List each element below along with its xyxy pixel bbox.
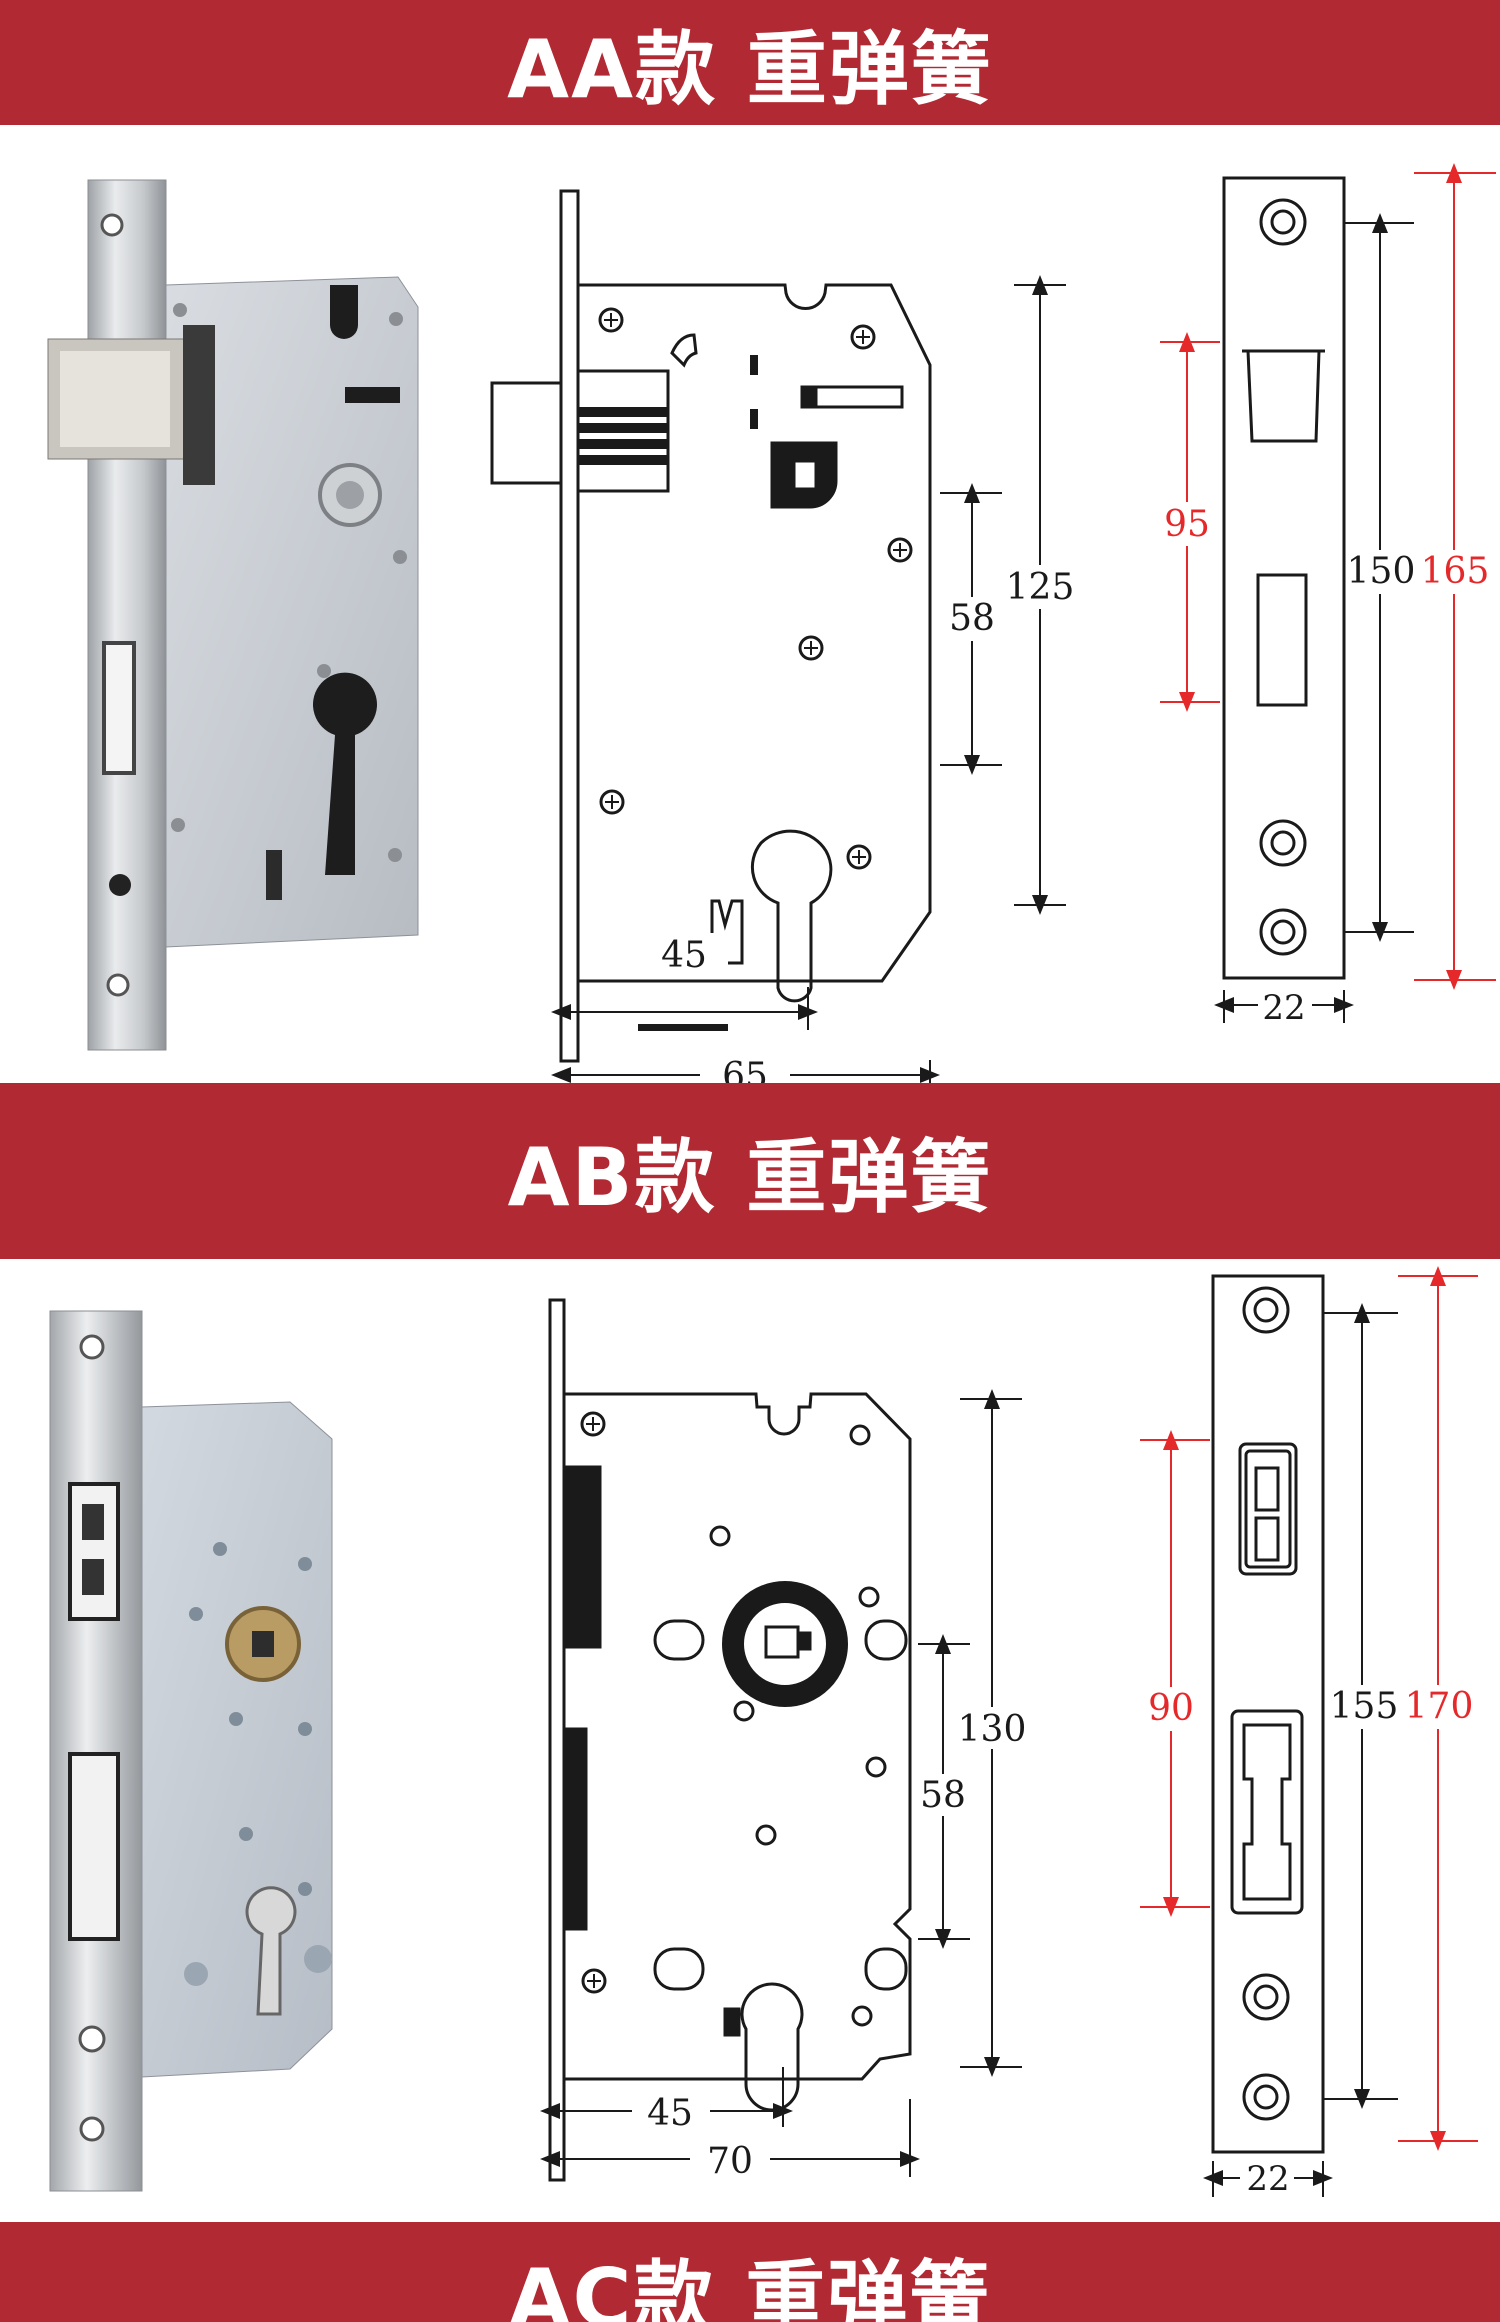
section-title-banner-ac: AC款 重弹簧	[0, 2222, 1500, 2322]
dim-spacing-90: 90	[1148, 1688, 1194, 1729]
section-aa-drawing: 45 65 125 58	[47, 163, 1496, 1099]
section-aa-content: 45 65 125 58	[0, 125, 1500, 1099]
dim-height-130: 130	[958, 1709, 1027, 1750]
faceplate-diagram	[1214, 176, 1414, 1023]
section-title: AC款 重弹簧	[508, 2252, 992, 2322]
section-ab-content: 45 70 130 58	[0, 1259, 1500, 2222]
dim-spacing-150: 150	[1347, 551, 1416, 592]
lock-body-photo	[49, 1310, 333, 2192]
section-title-banner-ab: AB款 重弹簧	[0, 1083, 1500, 1259]
dim-height-58: 58	[920, 1775, 966, 1816]
dim-height-125: 125	[1006, 567, 1075, 608]
dim-spacing-155: 155	[1330, 1686, 1399, 1727]
dim-height-58: 58	[949, 598, 995, 639]
dim-width-22: 22	[1246, 2159, 1289, 2199]
dim-width-45: 45	[661, 935, 707, 976]
faceplate-diagram	[1203, 1274, 1398, 2197]
dim-width-22: 22	[1262, 988, 1305, 1028]
side-view-diagram	[490, 189, 1066, 1090]
dim-width-65: 65	[722, 1056, 768, 1083]
dim-spacing-95: 95	[1164, 504, 1210, 545]
lock-body-photo	[47, 179, 419, 1051]
dim-width-45: 45	[647, 2093, 693, 2134]
section-title: AB款 重弹簧	[507, 1131, 993, 1224]
section-title-banner-aa: AA款 重弹簧	[0, 0, 1500, 125]
side-view-diagram	[540, 1298, 1022, 2182]
dim-length-165: 165	[1421, 551, 1490, 592]
section-title: AA款 重弹簧	[507, 22, 993, 116]
section-ab-drawing: 45 70 130 58	[49, 1266, 1478, 2199]
dim-length-170: 170	[1405, 1686, 1474, 1727]
dim-width-70: 70	[707, 2141, 753, 2182]
